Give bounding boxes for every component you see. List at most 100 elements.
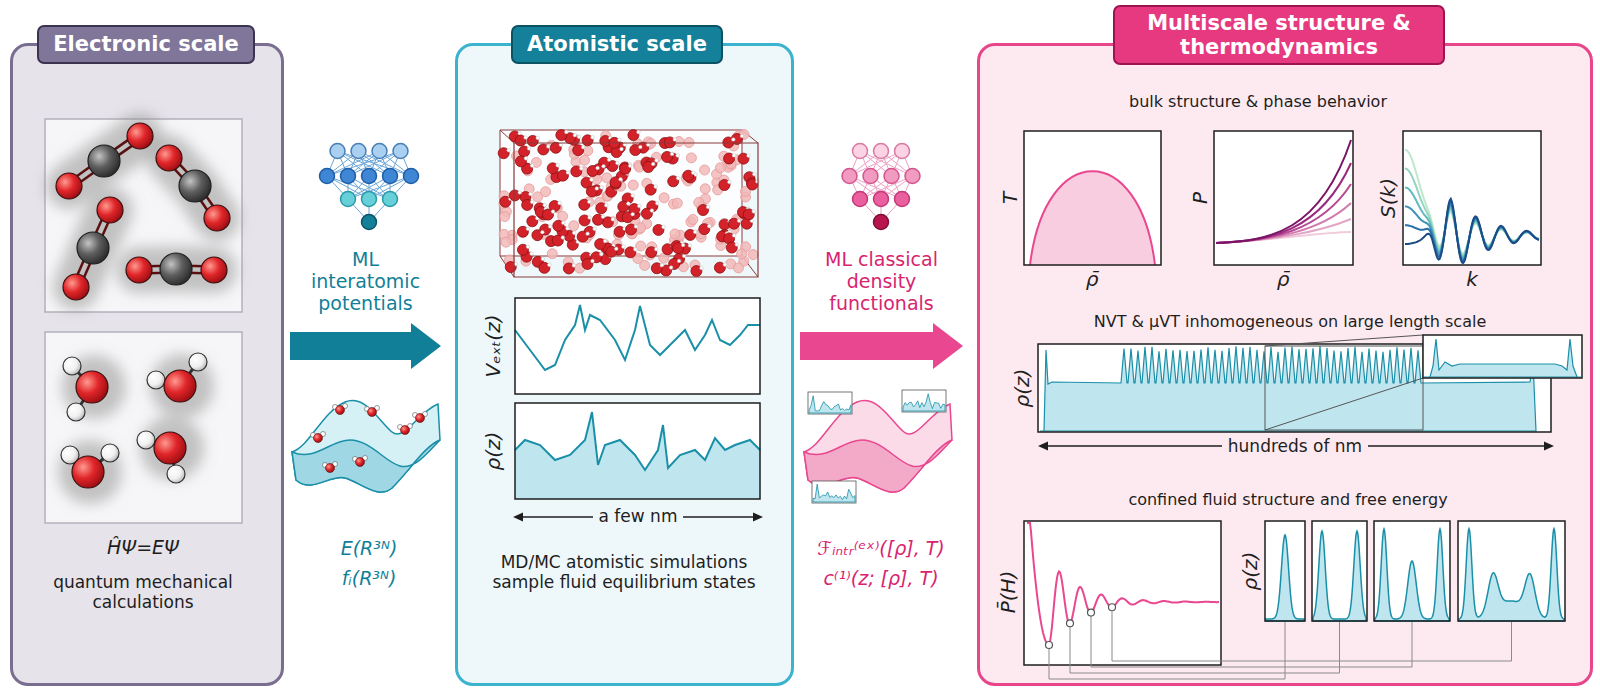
oxygen-atom <box>314 434 323 443</box>
structure-factor-curve <box>1405 169 1539 256</box>
hydrogen-dot <box>607 158 611 162</box>
hydrogen-dot <box>740 134 744 138</box>
plot-background <box>1024 521 1221 665</box>
dimension-label: hundreds of nm <box>1222 436 1368 456</box>
box-front-face <box>514 143 758 277</box>
hydrogen-atom <box>67 403 85 421</box>
plot-background <box>515 298 760 394</box>
hydrogen-dot <box>526 227 530 231</box>
hydrogen-dot <box>707 224 711 228</box>
panel-text: quantum mechanical calculations <box>38 572 248 613</box>
hydrogen-dot <box>651 162 655 166</box>
hydrogen-dot <box>655 247 659 251</box>
hydrogen-atom <box>189 353 207 371</box>
plot-frame <box>1214 131 1353 265</box>
carbon-atom <box>88 145 120 177</box>
thumbnail-profile <box>903 394 945 411</box>
hydrogen-dot <box>676 176 680 180</box>
confined-profile <box>1375 529 1449 621</box>
scale-panel: Multiscale structure & thermodynamicsbul… <box>977 43 1593 686</box>
axis-label: ρ(z) <box>1010 369 1034 408</box>
network-neuron <box>895 144 910 159</box>
carbon-atom <box>179 170 211 202</box>
particle <box>733 263 743 273</box>
particle <box>715 163 725 173</box>
molecule-frame <box>45 332 242 523</box>
particle <box>700 165 710 175</box>
hydrogen-dot <box>732 138 736 142</box>
landscape-surface <box>292 400 440 492</box>
arrow-label: ML interatomic potentials <box>298 249 433 315</box>
hydrogen-dot <box>631 212 635 216</box>
arrowhead <box>1038 442 1048 451</box>
zoom-line <box>1265 378 1423 430</box>
particle <box>501 237 511 247</box>
thumbnail-profile <box>809 396 851 413</box>
minimum-marker <box>1067 620 1074 627</box>
thumbnail-frame <box>902 390 946 412</box>
plot-background <box>1312 521 1367 621</box>
hydrogen-dot <box>548 225 552 229</box>
hydrogen-dot <box>670 152 674 156</box>
hydrogen-dot <box>602 164 606 168</box>
hydrogen-dot <box>706 205 710 209</box>
hydrogen-dot <box>596 166 600 170</box>
oxygen-atom <box>56 173 82 199</box>
hydrogen-dot <box>728 180 732 184</box>
network-neuron <box>905 169 920 184</box>
equation: ĤΨ=EΨ <box>107 536 179 559</box>
particle <box>558 211 568 221</box>
hydrogen-dot <box>518 191 522 195</box>
axis-label: ρ(z) <box>481 432 505 471</box>
hydrogen-dot <box>639 145 643 149</box>
hydrogen-dot <box>566 171 570 175</box>
oxygen-atom <box>164 370 196 402</box>
hydrogen-dot <box>654 185 658 189</box>
oxygen-atom <box>368 408 377 417</box>
plot-frame <box>1265 521 1305 621</box>
hydrogen-dot <box>573 133 577 137</box>
network-neuron <box>874 144 889 159</box>
plot-frame <box>515 298 760 394</box>
network-neuron <box>351 144 366 159</box>
hydrogen-dot <box>735 243 739 247</box>
oxygen-atom <box>401 426 410 435</box>
hydrogen-dot <box>634 248 638 252</box>
network-neuron <box>853 144 868 159</box>
confined-profile <box>1266 535 1304 621</box>
hydrogen-dot <box>530 164 534 168</box>
oxygen-atom <box>154 432 186 464</box>
hydrogen-dot <box>599 252 603 256</box>
hydrogen-dot <box>561 236 565 240</box>
particle <box>580 155 590 165</box>
oxygen-atom <box>63 274 89 300</box>
network-neuron <box>842 169 857 184</box>
hydrogen-dot <box>595 187 599 191</box>
network-neuron <box>383 169 398 184</box>
hydrogen-dot <box>536 136 540 140</box>
hydrogen-dot <box>593 227 597 231</box>
axis-label: ρ(z) <box>1238 552 1262 591</box>
hydrogen-dot <box>737 219 741 223</box>
hydrogen-dot <box>547 145 551 149</box>
isotherm <box>1216 140 1351 243</box>
leader-line <box>1112 611 1512 661</box>
oxygen-atom <box>97 197 123 223</box>
plot-background <box>1423 335 1582 378</box>
confined-profile <box>1313 531 1366 621</box>
panel-illustration <box>977 43 1593 686</box>
network-neuron <box>362 215 377 230</box>
oxygen-atom <box>72 456 104 488</box>
particle <box>569 221 579 231</box>
network-neuron <box>863 169 878 184</box>
hydrogen-dot <box>541 257 545 261</box>
scale-panel: Electronic scaleĤΨ=EΨquantum mechanical … <box>10 43 284 686</box>
thumbnail-frame <box>808 392 852 414</box>
leader-line <box>1091 617 1412 667</box>
particle <box>686 153 696 163</box>
hydrogen-dot <box>691 171 695 175</box>
hydrogen-dot <box>591 136 595 140</box>
hydrogen-atom <box>101 444 119 462</box>
plot-background <box>1024 131 1161 265</box>
